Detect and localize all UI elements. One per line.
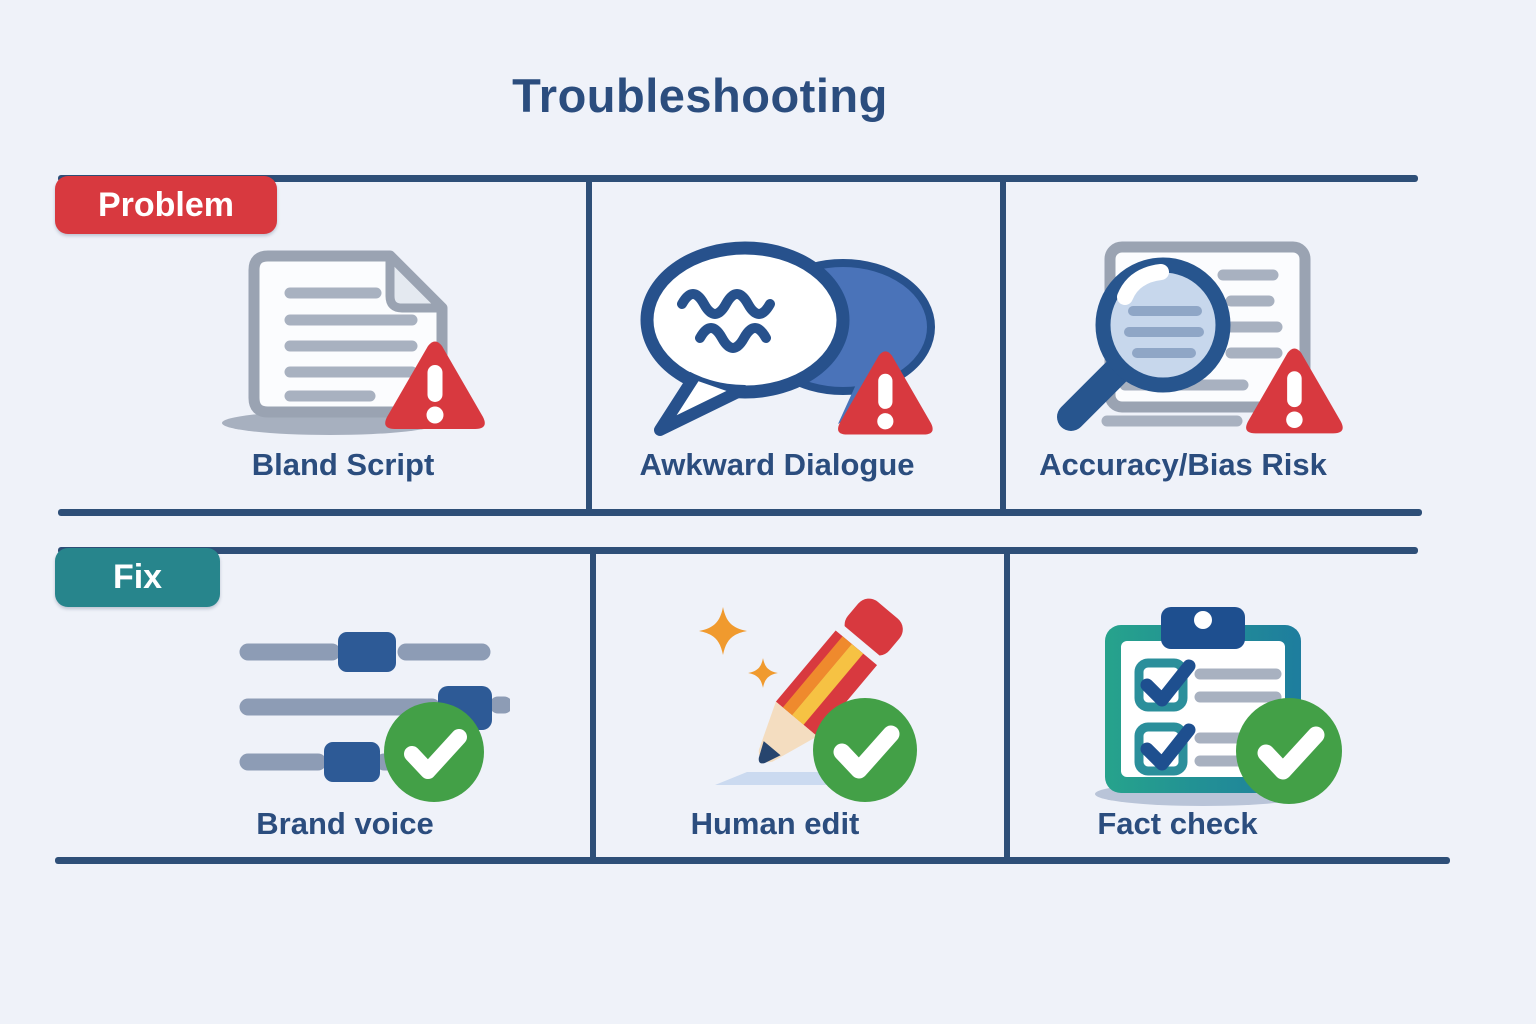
check-icon bbox=[1236, 698, 1342, 804]
problem-badge-label: Problem bbox=[97, 185, 235, 224]
fix-badge-label: Fix bbox=[112, 558, 163, 596]
cell-label-human-edit: Human edit bbox=[690, 806, 860, 841]
row1-divider-2 bbox=[1000, 175, 1006, 516]
pencil bbox=[758, 598, 903, 764]
magnifier-handle bbox=[1057, 359, 1129, 431]
cell-label-accuracy-bias-risk: Accuracy/Bias Risk bbox=[1039, 447, 1327, 482]
row1-bottom-line bbox=[58, 509, 1422, 516]
squiggle-lines bbox=[677, 289, 775, 353]
check-icon bbox=[813, 698, 917, 802]
clipboard-check-icon bbox=[1095, 607, 1342, 806]
row2-divider-1 bbox=[590, 547, 596, 864]
document-warning-icon bbox=[222, 250, 485, 435]
speech-bubbles-warning-icon bbox=[640, 241, 935, 436]
check-icon bbox=[384, 702, 484, 802]
cell-label-brand-voice: Brand voice bbox=[256, 806, 434, 841]
magnifier-lens bbox=[1095, 257, 1231, 393]
warning-icon bbox=[385, 341, 485, 429]
warning-icon bbox=[838, 351, 933, 435]
row1-top-line bbox=[58, 175, 1418, 182]
checklist-item bbox=[1134, 658, 1282, 712]
sliders-check-icon bbox=[239, 632, 510, 802]
problem-badge: Problem bbox=[55, 176, 277, 234]
cell-label-bland-script: Bland Script bbox=[251, 447, 435, 482]
cell-label-fact-check: Fact check bbox=[1097, 806, 1258, 841]
fix-badge: Fix bbox=[55, 548, 220, 607]
row2-divider-2 bbox=[1004, 547, 1010, 864]
sparkle-icon bbox=[699, 607, 778, 688]
warning-icon bbox=[1246, 348, 1343, 434]
page-title: Troubleshooting bbox=[512, 69, 888, 122]
row2-bottom-line bbox=[55, 857, 1450, 864]
row2-top-line bbox=[58, 547, 1418, 554]
row1-divider-1 bbox=[586, 175, 592, 516]
magnifier-document-warning-icon bbox=[1057, 241, 1343, 434]
slider-handle bbox=[324, 742, 380, 782]
slider-handle bbox=[338, 632, 396, 672]
pencil-check-icon bbox=[699, 598, 917, 802]
cell-label-awkward-dialogue: Awkward Dialogue bbox=[639, 447, 915, 482]
